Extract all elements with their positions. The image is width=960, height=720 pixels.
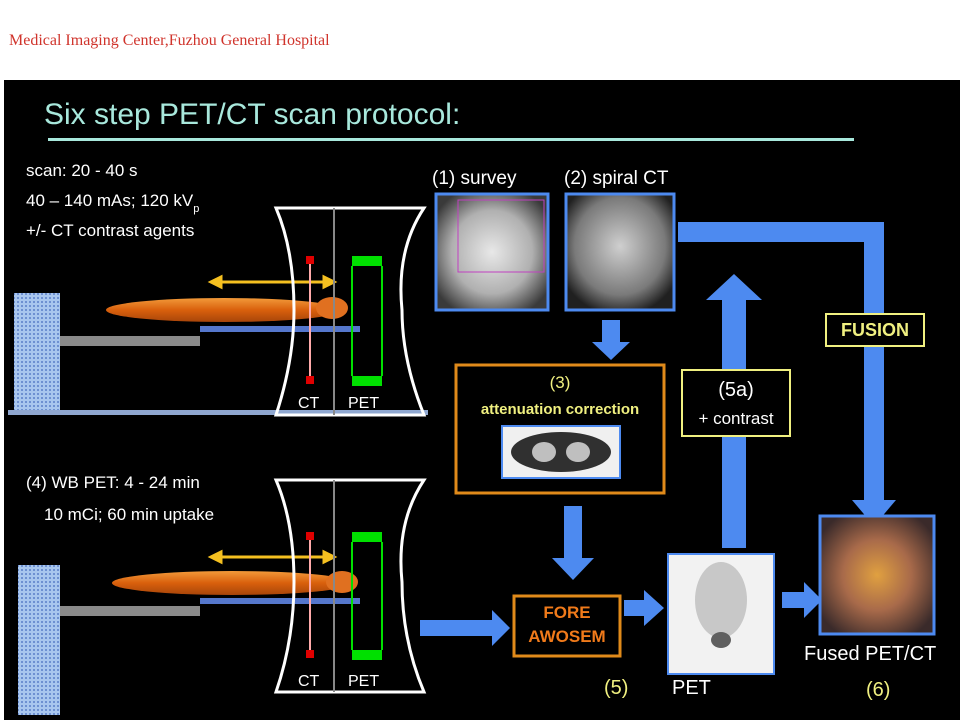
patient-head-bottom [326,571,358,593]
arrow-pet-to-fused [782,582,822,618]
contrast-label: + contrast [698,409,773,428]
contrast-box [681,369,791,437]
table-motion-arrow-top [207,274,338,290]
pet-ring-lower-top [352,376,382,386]
recon-fore: FORE [543,603,590,622]
attenuation-label: attenuation correction [481,401,639,418]
protocol-slide: Six step PET/CT scan protocol: scan: 20 … [4,80,960,720]
survey-scout-image [434,192,550,312]
gantry-bottom [273,478,427,694]
arrow-scanner-to-recon [420,610,510,646]
ct-tube-top [306,256,314,264]
patient-bottom [112,571,352,595]
spiral-ct-image [564,192,676,312]
attenuation-step-number: (3) [550,373,571,392]
arrow-ct-to-fusion-head [852,500,896,526]
survey-scan-range [457,199,545,273]
header-institution: Medical Imaging Center,Fuzhou General Ho… [9,32,330,49]
recon-box [512,594,622,658]
scanner-base-bottom [18,565,60,715]
gantry-top [273,206,427,417]
pet-ring-upper-top [352,256,382,266]
fusion-box [825,313,925,347]
attenuation-box [454,363,666,495]
pet-ring-lower-bottom [352,650,382,660]
couch-bottom [60,606,200,616]
step-spiral-ct-label: (2) spiral CT [564,168,669,189]
pet-image-bladder [711,632,731,648]
patient-head-top [316,297,348,319]
recon-step-number: (5) [604,677,628,699]
scanner-base-top [14,293,60,413]
attenuation-map-lung-left [532,442,556,462]
ct-dose-value: 40 – 140 mAs; 120 kV [26,191,194,210]
ct-detector-top [306,376,314,384]
label-pet-top: PET [348,395,379,412]
label-ct-bottom: CT [298,673,320,690]
arrow-attenuation-to-recon [552,506,594,580]
fused-image [818,514,936,636]
arrow-ct-to-attenuation [592,320,630,360]
slide-title: Six step PET/CT scan protocol: [44,98,460,131]
fused-step-number: (6) [866,679,890,701]
protocol-diagram: Six step PET/CT scan protocol: scan: 20 … [8,98,936,715]
pet-image-body [695,562,747,638]
ct-scan-time: scan: 20 - 40 s [26,161,138,180]
pet-label: PET [672,677,711,699]
label-pet-bottom: PET [348,673,379,690]
arrow-ct-to-fusion [678,222,884,510]
arrow-contrast-head [706,274,762,300]
ct-tube-bottom [306,532,314,540]
pet-uptake: 10 mCi; 60 min uptake [44,505,214,524]
contrast-step-number: (5a) [718,379,754,401]
table-motion-arrow-bottom [207,549,338,565]
arrow-recon-to-pet [624,590,664,626]
ct-contrast-agents: +/- CT contrast agents [26,221,194,240]
recon-awosem: AWOSEM [528,627,605,646]
label-ct-top: CT [298,395,320,412]
bed-top [200,326,360,332]
ct-dose: 40 – 140 mAs; 120 kVp [26,191,199,215]
attenuation-map-body [511,432,611,472]
fusion-label: FUSION [841,320,909,340]
ct-dose-subscript: p [193,203,199,215]
ct-detector-bottom [306,650,314,658]
pet-ring-upper-bottom [352,532,382,542]
patient-top [106,298,342,322]
title-underline [48,138,854,141]
couch-top [60,336,200,346]
step-survey-label: (1) survey [432,168,517,189]
floor-line-top [8,410,428,415]
scanner-pet-phase: CT PET [18,478,427,715]
scanner-ct-phase: CT PET [8,206,428,417]
fused-label: Fused PET/CT [804,643,936,665]
pet-scan-time: (4) WB PET: 4 - 24 min [26,473,200,492]
attenuation-map-lung-right [566,442,590,462]
bed-bottom [200,598,360,604]
